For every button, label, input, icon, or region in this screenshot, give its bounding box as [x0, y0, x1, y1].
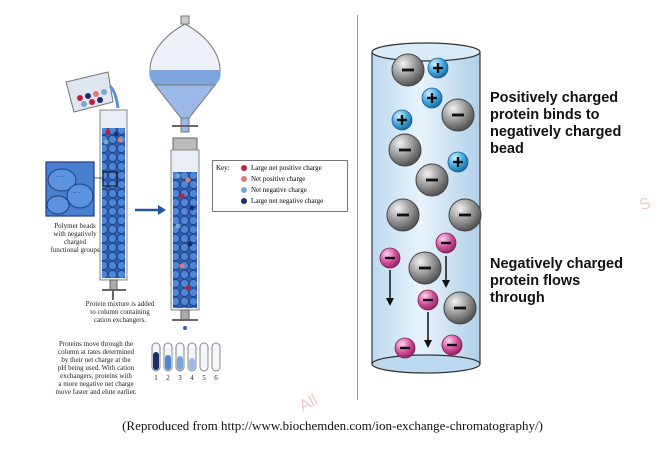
tube-number-4: 4: [190, 374, 194, 382]
source-caption: (Reproduced from http://www.biochemden.c…: [122, 418, 543, 433]
column-chromatography-illustration: – – – –: [0, 0, 355, 410]
positive-dot: [241, 176, 247, 183]
tube-number-5: 5: [202, 374, 206, 382]
tube-number-1: 1: [154, 374, 158, 382]
panel-divider: [357, 15, 358, 400]
key-title: Key:: [216, 164, 230, 172]
left-column: [99, 109, 128, 300]
tube-number-2: 2: [166, 374, 170, 382]
key-item-positive: Net positive charge: [241, 175, 305, 184]
key-item-negative: Net negative charge: [241, 186, 307, 195]
tube-number-3: 3: [178, 374, 182, 382]
negative-dot: [241, 187, 247, 194]
moving-label: Proteins move through the column at rate…: [55, 340, 137, 396]
mixture-label: Protein mixture is added to column conta…: [85, 300, 155, 324]
flow-arrows: [386, 256, 450, 348]
pouring-beaker: [65, 71, 120, 113]
right-column: [170, 137, 200, 330]
collection-tubes: [151, 342, 221, 372]
negative-flow-text: Negatively charged protein flows through: [490, 256, 623, 306]
key-item-large-positive: Large net positive charge: [241, 164, 322, 173]
tube-number-6: 6: [214, 374, 218, 382]
separatory-funnel: [149, 15, 221, 133]
large-positive-dot: [241, 165, 247, 172]
right-arrow: [135, 205, 166, 215]
color-key: Key: Large net positive charge Net posit…: [212, 160, 348, 212]
svg-text:– –: – –: [55, 174, 65, 180]
ion-exchange-cylinder: [371, 42, 482, 374]
column-drawing: – – – –: [45, 15, 221, 372]
beads-zoom: – – – –: [45, 161, 103, 217]
svg-text:– –: – –: [72, 190, 82, 196]
large-negative-dot: [241, 198, 247, 205]
key-item-large-negative: Large net negative charge: [241, 197, 323, 206]
beads-label: Polymer beads with negatively charged fu…: [50, 222, 100, 254]
positive-binding-text: Positively charged protein binds to nega…: [490, 90, 622, 157]
